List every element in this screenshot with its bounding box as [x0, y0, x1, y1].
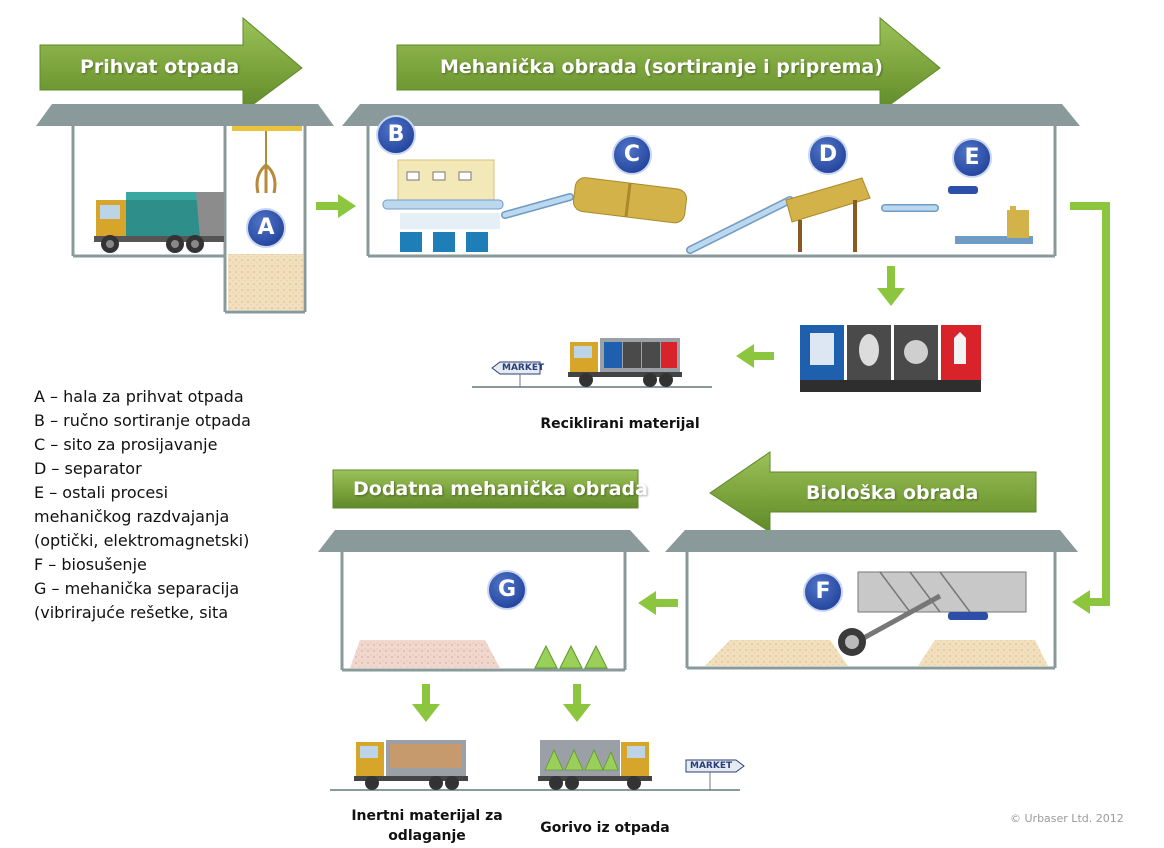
- legend-item: F – biosušenje: [34, 555, 147, 574]
- market-sign-top: [491, 361, 541, 387]
- truck-recycled: [472, 338, 712, 388]
- market-sign-bottom-label: MARKET: [690, 761, 733, 771]
- stage-circles: [246, 115, 992, 612]
- banner-additional-label: Dodatna mehanička obrada: [353, 478, 648, 500]
- stage-e-label: E: [964, 145, 980, 170]
- flow-arrow-to-recycling: [877, 266, 905, 306]
- building-intake: [36, 104, 334, 314]
- building-biological: [665, 530, 1078, 670]
- banner-intake-label: Prihvat otpada: [80, 56, 240, 78]
- copyright-note: © Urbaser Ltd. 2012: [1010, 812, 1124, 825]
- building-mechanical: [342, 104, 1080, 258]
- legend: A – hala za prihvat otpada B – ručno sor…: [34, 385, 251, 625]
- banner-mechanical-arrow: [396, 16, 941, 113]
- flow-arrow-f-to-g: [638, 591, 678, 615]
- banner-additional-rect: [332, 469, 639, 509]
- caption-inert-line1: Inertni materijal za: [351, 808, 503, 824]
- stage-g-label: G: [497, 577, 517, 602]
- building-additional: [318, 530, 650, 672]
- flow-arrow-a-to-b: [316, 194, 356, 218]
- banner-biological-arrow: [709, 451, 1037, 533]
- stage-a-label: A: [257, 215, 275, 240]
- legend-item: D – separator: [34, 459, 142, 478]
- truck-fuel: [538, 740, 652, 790]
- stage-c-label: C: [623, 142, 641, 167]
- market-sign-top-label: MARKET: [502, 363, 545, 373]
- legend-item: (vibrirajuće rešetke, sita: [34, 603, 229, 622]
- flow-arrow-to-inert: [412, 684, 440, 722]
- caption-inert-line2: odlaganje: [388, 828, 466, 844]
- recycling-bins: [800, 325, 981, 392]
- caption-recycled: Reciklirani materijal: [540, 416, 700, 432]
- legend-item: C – sito za prosijavanje: [34, 435, 218, 454]
- truck-inert: [330, 740, 740, 791]
- stage-d-label: D: [818, 142, 838, 167]
- banner-intake-arrow: [39, 16, 303, 113]
- caption-fuel: Gorivo iz otpada: [540, 820, 670, 836]
- legend-item: A – hala za prihvat otpada: [34, 387, 244, 406]
- caption-inert: Inertni materijal za odlaganje: [322, 806, 532, 846]
- banner-mechanical-label: Mehanička obrada (sortiranje i priprema): [440, 56, 883, 78]
- legend-item: G – mehanička separacija: [34, 579, 240, 598]
- banner-biological-label: Biološka obrada: [806, 482, 979, 504]
- flow-arrow-to-fuel: [563, 684, 591, 722]
- legend-item: (optički, elektromagnetski): [34, 531, 250, 550]
- stage-f-label: F: [815, 579, 831, 604]
- legend-item: E – ostali procesi: [34, 483, 169, 502]
- stage-b-label: B: [387, 122, 405, 147]
- market-sign-bottom: [685, 759, 745, 790]
- legend-item: B – ručno sortiranje otpada: [34, 411, 251, 430]
- flow-arrow-to-recycled-truck: [736, 344, 774, 368]
- flow-arrow-e-to-f: [1070, 202, 1110, 614]
- legend-item: mehaničkog razdvajanja: [34, 507, 230, 526]
